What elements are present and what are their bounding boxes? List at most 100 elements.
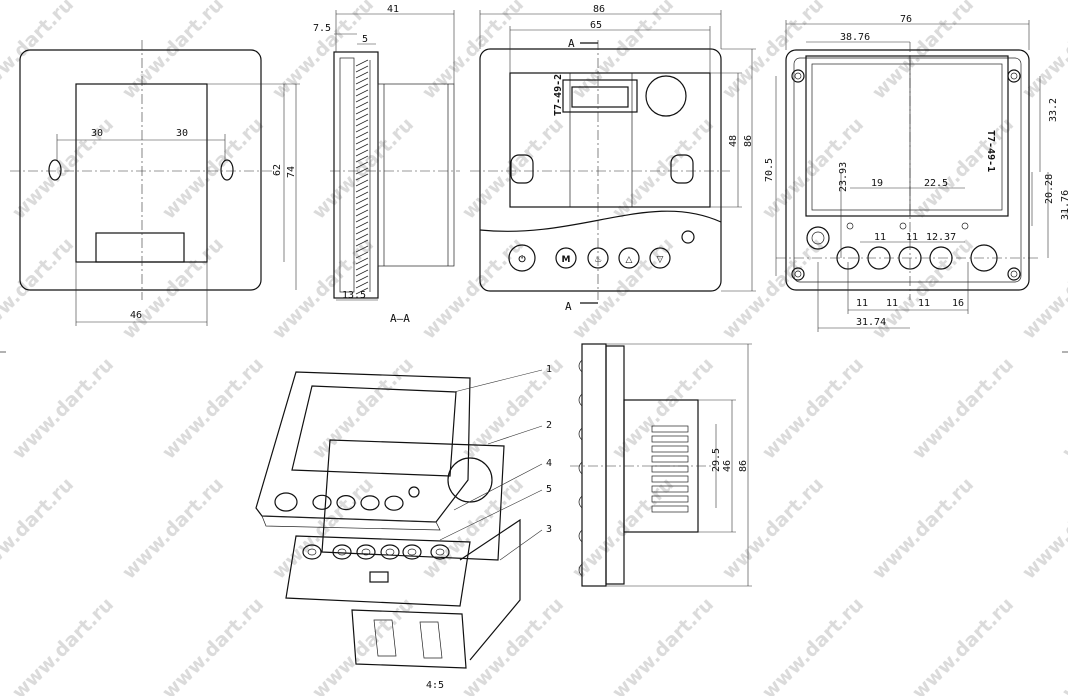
dim-48: 48 bbox=[728, 135, 739, 147]
callout-3: 3 bbox=[546, 524, 552, 535]
bezel-button-0 bbox=[274, 492, 298, 512]
watermark-46: www.dart.ru bbox=[908, 593, 1018, 696]
back-screen-frame bbox=[805, 55, 1009, 217]
dim-38-76: 38.76 bbox=[840, 32, 870, 43]
watermark-41: www.dart.ru bbox=[158, 593, 268, 696]
board-knob-4 bbox=[402, 544, 422, 560]
bezel-button-4 bbox=[384, 495, 404, 511]
front-display-area bbox=[509, 72, 711, 208]
back-part-code: T7-49-1 bbox=[985, 130, 996, 172]
dim-bot-11-c: 11 bbox=[918, 298, 930, 309]
front-plate-view: 30 30 46 62 74 bbox=[10, 40, 300, 326]
fin-6 bbox=[651, 485, 689, 493]
front-mode-icon: M bbox=[555, 247, 577, 269]
watermark-32: www.dart.ru bbox=[0, 473, 78, 583]
plate-outline bbox=[19, 49, 262, 291]
watermark-36: www.dart.ru bbox=[568, 473, 678, 583]
board-knobs bbox=[302, 544, 450, 560]
front-down-icon: ▽ bbox=[649, 247, 671, 269]
watermark-47: www.dart.ru bbox=[1058, 593, 1068, 696]
dim-76: 76 bbox=[900, 14, 912, 25]
dim-65: 65 bbox=[590, 20, 602, 31]
watermark-0: www.dart.ru bbox=[0, 0, 78, 104]
back-view: T7-49-1 76 38.76 70.5 23.93 19 22.5 33.2… bbox=[764, 14, 1068, 332]
watermark-3: www.dart.ru bbox=[418, 0, 528, 104]
back-knob bbox=[806, 226, 830, 250]
watermark-9: www.dart.ru bbox=[158, 113, 268, 223]
cut-label-top: A bbox=[568, 37, 575, 50]
watermark-23: www.dart.ru bbox=[1018, 233, 1068, 343]
front-part-code: T7-49-2 bbox=[553, 74, 564, 116]
screw-2 bbox=[791, 267, 805, 281]
part-4-5-board bbox=[285, 535, 471, 607]
watermark-29: www.dart.ru bbox=[758, 353, 868, 463]
bezel-buttons bbox=[274, 486, 420, 512]
bezel-button-3 bbox=[360, 495, 380, 511]
watermark-21: www.dart.ru bbox=[718, 233, 828, 343]
dim-20-28: 20.28 bbox=[1044, 174, 1055, 204]
watermark-5: www.dart.ru bbox=[718, 0, 828, 104]
mount-slot-right bbox=[220, 159, 234, 181]
dim-86-top: 86 bbox=[593, 4, 605, 15]
board-knob-3 bbox=[380, 544, 400, 560]
dim-31-74: 31.74 bbox=[856, 317, 886, 328]
back-screws bbox=[791, 69, 1021, 281]
dim-30-left: 30 bbox=[91, 128, 103, 139]
dim-bot-11-b: 11 bbox=[886, 298, 898, 309]
part-3-housing bbox=[459, 518, 521, 661]
dim-11-a: 11 bbox=[874, 232, 886, 243]
mount-slot-left bbox=[48, 159, 62, 181]
watermark-44: www.dart.ru bbox=[608, 593, 718, 696]
dim-bot-16: 16 bbox=[952, 298, 964, 309]
front-button-label-3: △ bbox=[626, 255, 633, 265]
watermark-17: www.dart.ru bbox=[118, 233, 228, 343]
section-body bbox=[377, 83, 455, 267]
watermark-1: www.dart.ru bbox=[118, 0, 228, 104]
board-knob-5 bbox=[430, 544, 450, 560]
scale-label: 4:5 bbox=[426, 680, 444, 691]
fin-8 bbox=[651, 505, 689, 513]
dim-86-side: 86 bbox=[738, 460, 749, 472]
fin-7 bbox=[651, 495, 689, 503]
screw-1 bbox=[1007, 69, 1021, 83]
watermark-26: www.dart.ru bbox=[308, 353, 418, 463]
watermark-18: www.dart.ru bbox=[268, 233, 378, 343]
front-view: T7-49-2 ⏻M♨△▽ A A 86 65 48 86 bbox=[470, 4, 756, 313]
front-power-icon: ⏻ bbox=[508, 244, 536, 272]
dim-13-5: 13.5 bbox=[342, 290, 366, 301]
watermark-10: www.dart.ru bbox=[308, 113, 418, 223]
dim-86-right: 86 bbox=[743, 135, 754, 147]
watermark-25: www.dart.ru bbox=[158, 353, 268, 463]
watermark-38: www.dart.ru bbox=[868, 473, 978, 583]
watermark-35: www.dart.ru bbox=[418, 473, 528, 583]
dim-19: 19 bbox=[871, 178, 883, 189]
dim-70-5: 70.5 bbox=[764, 158, 775, 182]
front-button-label-0: ⏻ bbox=[518, 254, 526, 265]
bezel-button-2 bbox=[336, 495, 356, 511]
dim-29-5: 29.5 bbox=[711, 448, 722, 472]
dim-41: 41 bbox=[387, 4, 399, 15]
plate-window bbox=[95, 232, 185, 263]
board-knob-2 bbox=[356, 544, 376, 560]
callout-4: 4 bbox=[546, 458, 552, 469]
front-sensor-hole bbox=[645, 75, 687, 117]
section-view: 41 7.5 5 13.5 A–A bbox=[313, 4, 460, 325]
watermark-24: www.dart.ru bbox=[8, 353, 118, 463]
part-2-frame bbox=[321, 439, 505, 561]
watermark-16: www.dart.ru bbox=[0, 233, 78, 343]
fin-4 bbox=[651, 465, 689, 473]
callout-5: 5 bbox=[546, 484, 552, 495]
watermark-14: www.dart.ru bbox=[908, 113, 1018, 223]
watermark-42: www.dart.ru bbox=[308, 593, 418, 696]
watermark-45: www.dart.ru bbox=[758, 593, 868, 696]
front-panel-curve bbox=[479, 210, 722, 232]
side-view: 29.5 46 86 bbox=[570, 343, 752, 587]
front-button-label-1: M bbox=[562, 255, 571, 265]
dim-12-37: 12.37 bbox=[926, 232, 956, 243]
dim-33-2: 33.2 bbox=[1048, 98, 1059, 122]
watermark-37: www.dart.ru bbox=[718, 473, 828, 583]
watermark-6: www.dart.ru bbox=[868, 0, 978, 104]
section-label: A–A bbox=[390, 312, 410, 325]
